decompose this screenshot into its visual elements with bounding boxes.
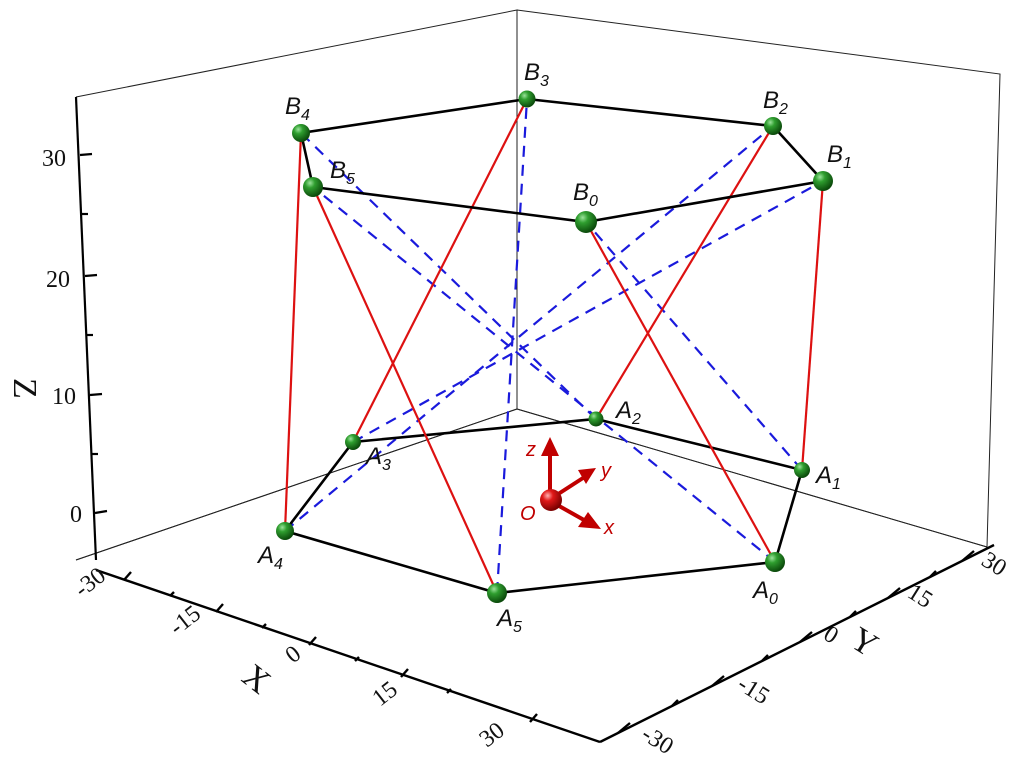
label-A5: A5 [495, 605, 522, 636]
node-A3 [345, 434, 361, 450]
leg-A1-B0 [585, 221, 803, 471]
label-B4: B4 [285, 93, 310, 124]
x-axis [95, 568, 601, 744]
axes-box [75, 9, 1001, 561]
leg-A4-B4 [283, 132, 303, 532]
z-tick-30: 30 [42, 146, 66, 172]
z-axis [74, 96, 108, 561]
frame-z-arrowhead [541, 437, 559, 456]
label-B1: B1 [827, 141, 852, 172]
label-A1: A1 [814, 462, 841, 493]
label-B3: B3 [524, 59, 549, 90]
solid-legs [283, 98, 825, 594]
frame-y-label: y [599, 460, 612, 482]
leg-A1-B1 [800, 180, 825, 471]
frame-x-label: x [603, 517, 615, 539]
node-B1 [813, 171, 833, 191]
top-nodes [292, 90, 833, 233]
x-tick-neg30: -30 [70, 563, 111, 603]
z-tick-20: 20 [46, 267, 70, 293]
label-A0: A0 [751, 577, 778, 608]
y-tick-15: 15 [903, 579, 937, 614]
frame-x-arrowhead [578, 512, 601, 529]
frame-z-label: z [525, 439, 536, 461]
z-axis-title: Z [6, 378, 43, 399]
y-tick-labels: -30 -15 0 15 30 [637, 547, 1011, 760]
leg-A2-B2 [595, 125, 774, 420]
leg-A3-B1 [352, 180, 824, 443]
leg-A0-B5 [312, 186, 776, 563]
node-A4 [276, 522, 294, 540]
node-B0 [575, 211, 597, 233]
label-B0: B0 [573, 179, 598, 210]
node-B2 [764, 117, 782, 135]
origin-ball [540, 489, 562, 511]
x-tick-labels: -30 -15 0 15 30 [70, 563, 510, 753]
leg-A0-B0 [585, 221, 776, 563]
node-A1 [794, 462, 810, 478]
top-platform-edges [299, 97, 826, 224]
x-tick-0: 0 [281, 641, 306, 669]
x-tick-30: 30 [475, 717, 510, 752]
origin-frame: z y x O [520, 437, 615, 539]
base-nodes [276, 411, 810, 603]
z-tick-0: 0 [70, 502, 82, 528]
x-tick-15: 15 [368, 676, 403, 711]
z-tick-10: 10 [52, 384, 76, 410]
dashed-legs [284, 98, 824, 594]
frame-y-arrowhead [578, 468, 596, 484]
label-A4: A4 [256, 542, 283, 573]
node-A5 [487, 583, 507, 603]
leg-A3-B3 [352, 98, 528, 443]
node-A2 [588, 411, 604, 427]
leg-A4-B2 [284, 125, 774, 532]
y-tick-neg30: -30 [637, 721, 678, 758]
y-axis-title: Y [844, 620, 884, 664]
node-labels: A0 A1 A2 A3 A4 A5 B0 B1 B2 B3 B4 B5 [256, 59, 852, 636]
floor-line-right [516, 408, 988, 548]
label-A2: A2 [614, 397, 641, 428]
node-B5 [303, 177, 323, 197]
y-tick-neg15: -15 [733, 671, 774, 710]
leg-A5-B5 [311, 186, 499, 594]
node-B3 [518, 90, 536, 108]
y-axis [599, 543, 995, 744]
node-A0 [765, 552, 785, 572]
right-wall-frame [516, 9, 1001, 548]
origin-label: O [520, 503, 536, 525]
z-tick-labels: 30 20 10 0 [42, 146, 82, 528]
x-axis-title: X [235, 657, 277, 701]
node-B4 [292, 124, 310, 142]
leg-A2-B4 [300, 132, 597, 420]
label-A3: A3 [364, 443, 391, 474]
label-B5: B5 [330, 157, 355, 188]
y-tick-0: 0 [819, 621, 843, 649]
label-B2: B2 [763, 87, 788, 118]
leg-A5-B3 [495, 98, 529, 594]
